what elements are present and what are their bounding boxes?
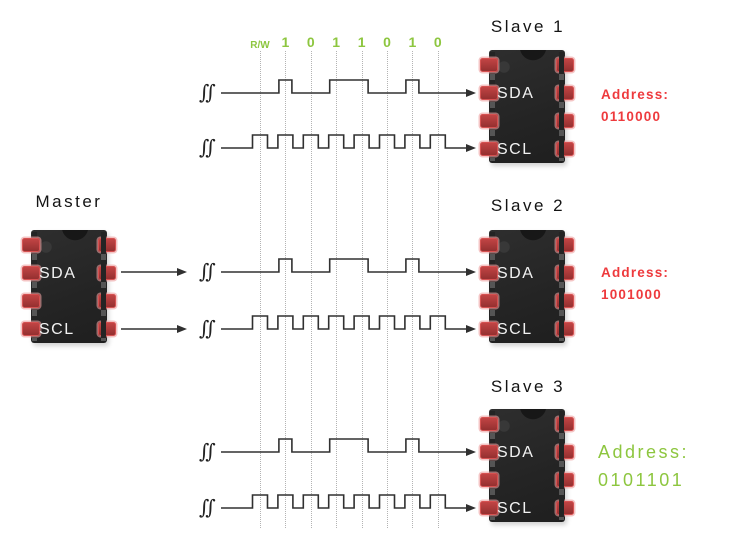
chip-pin (22, 266, 40, 280)
bit-gridline (412, 51, 414, 528)
signal-break-icon: ∫∫ (199, 439, 216, 463)
sda-waveform-row2 (221, 258, 466, 273)
chip-pin (556, 322, 574, 336)
sda-waveform-row3 (221, 438, 466, 453)
slave2-address: Address: 1001000 (601, 262, 669, 306)
chip-pin (480, 238, 498, 252)
slave1-address: Address: 0110000 (601, 84, 669, 128)
chip-pin (556, 238, 574, 252)
slave3-address-value: 0101101 (598, 470, 685, 490)
master-sda-arrowhead (177, 268, 187, 276)
rw-bit-label: R/W (250, 40, 270, 51)
master-sda-pin-label: SDA (39, 265, 77, 282)
chip-pin (556, 294, 574, 308)
chip-pin (556, 501, 574, 515)
slave2-chip: SDA SCL (480, 230, 574, 343)
slave1-scl-pin-label: SCL (497, 141, 533, 158)
bit-gridline (310, 51, 312, 528)
slave3-address-label: Address: (598, 442, 690, 462)
slave3-address: Address: 0101101 (598, 438, 689, 494)
slave2-scl-pin-label: SCL (497, 321, 533, 338)
master-chip: SDA SCL (22, 230, 116, 343)
sda-waveform-row1 (221, 79, 466, 94)
scl-waveform-row2 (221, 315, 466, 330)
bit-gridline (437, 51, 439, 528)
bit-label: 1 (408, 34, 417, 50)
scl-waveform-row1 (221, 134, 466, 149)
chip-pin (556, 417, 574, 431)
slave1-title: Slave 1 (490, 17, 566, 36)
slave3-title: Slave 3 (490, 377, 566, 396)
bit-gridline (260, 51, 261, 528)
slave3-chip: SDA SCL (480, 409, 574, 522)
chip-pin (556, 473, 574, 487)
slave1-sda-pin-label: SDA (497, 85, 535, 102)
slave3-sda-pin-label: SDA (497, 444, 535, 461)
slave1-address-label: Address: (601, 87, 670, 102)
chip-pin (98, 322, 116, 336)
signal-break-icon: ∫∫ (199, 80, 216, 104)
bit-gridline (361, 51, 363, 528)
bit-gridline (336, 51, 338, 528)
chip-pin (480, 86, 498, 100)
chip-pin (480, 142, 498, 156)
chip-pin (22, 294, 40, 308)
chip-pin (98, 238, 116, 252)
slave2-address-label: Address: (601, 265, 670, 280)
bit-label: 1 (332, 34, 341, 50)
master-title: Master (35, 192, 103, 211)
chip-pin (480, 417, 498, 431)
chip-pin (556, 445, 574, 459)
bit-label: 0 (306, 34, 315, 50)
bit-label: 1 (357, 34, 366, 50)
master-scl-pin-label: SCL (39, 321, 75, 338)
signal-break-icon: ∫∫ (199, 135, 216, 159)
chip-pin (480, 473, 498, 487)
slave2-title: Slave 2 (490, 196, 566, 215)
chip-pin (480, 501, 498, 515)
chip-pin (556, 58, 574, 72)
signal-break-icon: ∫∫ (199, 495, 216, 519)
sda-arrowhead-row1 (466, 89, 476, 97)
chip-pin (556, 86, 574, 100)
chip-pin (22, 322, 40, 336)
chip-pin (480, 294, 498, 308)
sda-arrowhead-row2 (466, 268, 476, 276)
chip-pin (556, 142, 574, 156)
scl-waveform-row3 (221, 494, 466, 509)
slave2-address-value: 1001000 (601, 287, 662, 302)
chip-pin (480, 266, 498, 280)
signal-break-icon: ∫∫ (199, 316, 216, 340)
bit-gridline (285, 51, 287, 528)
bit-label: 0 (383, 34, 391, 50)
slave3-scl-pin-label: SCL (497, 500, 533, 517)
signal-break-icon: ∫∫ (199, 259, 216, 283)
sda-arrowhead-row3 (466, 448, 476, 456)
slave2-sda-pin-label: SDA (497, 265, 535, 282)
slave1-chip: SDA SCL (480, 50, 574, 163)
slave1-address-value: 0110000 (601, 109, 662, 124)
scl-arrowhead-row2 (466, 325, 476, 333)
chip-pin (480, 322, 498, 336)
chip-pin (22, 238, 40, 252)
chip-pin (480, 114, 498, 128)
chip-pin (98, 294, 116, 308)
bit-label: 1 (281, 34, 290, 50)
chip-pin (556, 114, 574, 128)
chip-pin (480, 58, 498, 72)
scl-arrowhead-row1 (466, 144, 476, 152)
chip-pin (98, 266, 116, 280)
chip-pin (556, 266, 574, 280)
scl-arrowhead-row3 (466, 504, 476, 512)
master-scl-arrowhead (177, 325, 187, 333)
chip-pin (480, 445, 498, 459)
bit-label: 0 (433, 34, 442, 50)
bit-gridline (387, 51, 388, 528)
